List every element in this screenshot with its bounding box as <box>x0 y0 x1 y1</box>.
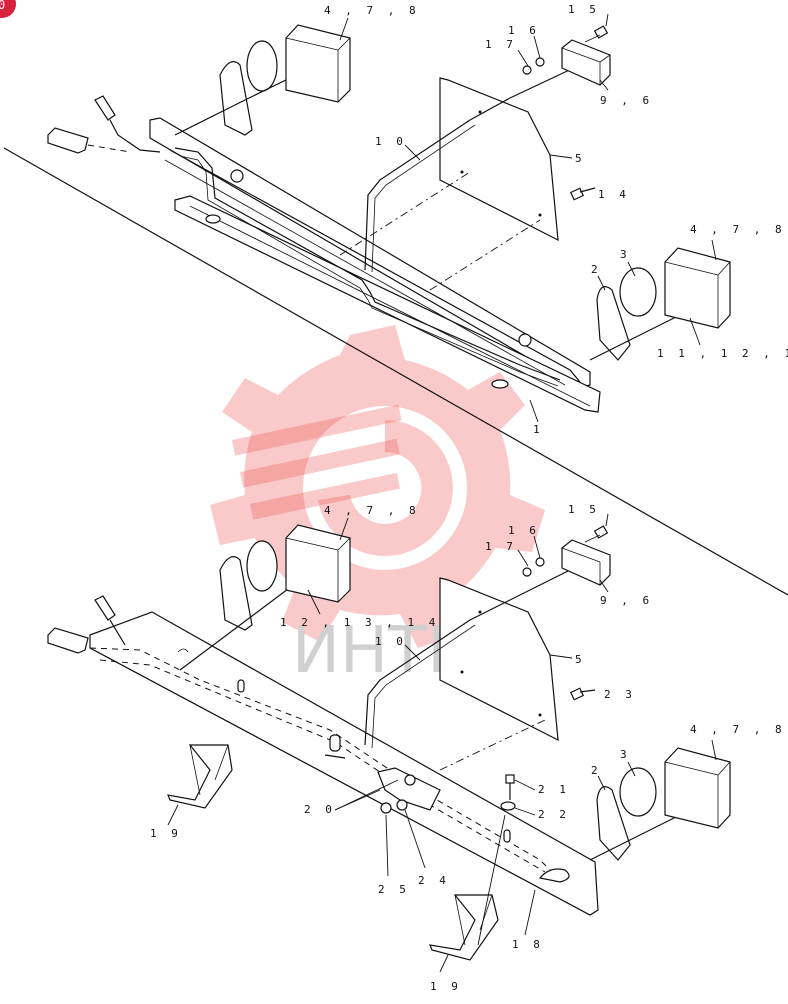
lower-callout-16: 1 6 <box>508 524 540 537</box>
lower-callout-19-left: 1 9 <box>150 827 182 840</box>
lower-callout-20: 2 0 <box>304 803 336 816</box>
lower-cable-clip <box>324 734 346 759</box>
upper-callout-14: 1 4 <box>598 188 630 201</box>
lower-left-reflector <box>246 540 278 592</box>
lower-callout-21: 2 1 <box>538 783 570 796</box>
upper-top-right-box <box>561 39 611 86</box>
upper-right-bracket <box>596 286 631 361</box>
badge-text: 0 <box>0 0 5 12</box>
upper-callout-15: 1 5 <box>568 3 600 16</box>
lower-callout-10: 1 0 <box>375 635 407 648</box>
lower-step-left <box>167 744 233 809</box>
upper-right-reflector <box>619 267 657 317</box>
lower-top-right-box <box>561 539 611 586</box>
lower-callout-9-6: 9 , 6 <box>600 594 653 607</box>
upper-left-light-box <box>285 24 351 103</box>
upper-left-bracket <box>219 61 253 136</box>
upper-callout-2: 2 <box>591 263 602 276</box>
upper-callout-4-7-8-left: 4 , 7 , 8 <box>324 4 420 17</box>
lower-callout-3: 3 <box>620 748 631 761</box>
lower-callout-4-7-8-left: 4 , 7 , 8 <box>324 504 420 517</box>
upper-callout-4-7-8-right: 4 , 7 , 8 <box>690 223 786 236</box>
lower-callout-19-right: 1 9 <box>430 980 462 993</box>
upper-callout-5: 5 <box>575 152 586 165</box>
lower-callout-4-7-8-right: 4 , 7 , 8 <box>690 723 786 736</box>
upper-bolt-15 <box>584 25 609 43</box>
lower-assembly <box>47 513 731 973</box>
upper-callout-9-6: 9 , 6 <box>600 94 653 107</box>
lower-callout-25: 2 5 <box>378 883 410 896</box>
upper-callout-10: 1 0 <box>375 135 407 148</box>
lower-callout-12-13-14: 1 2 , 1 3 , 1 4 <box>280 616 439 629</box>
lower-step-right <box>429 894 499 961</box>
lower-callout-24: 2 4 <box>418 874 450 887</box>
upper-right-light-box <box>664 247 731 329</box>
upper-callout-11-12-13: 1 1 , 1 2 , 1 3 <box>657 347 788 360</box>
lower-callout-5: 5 <box>575 653 586 666</box>
lower-bolt-15 <box>584 525 609 543</box>
lower-bolt-21 <box>500 774 516 811</box>
upper-callout-16: 1 6 <box>508 24 540 37</box>
upper-callout-1: 1 <box>533 423 544 436</box>
lower-callout-23: 2 3 <box>604 688 636 701</box>
lower-right-light-box <box>664 747 731 829</box>
lower-callout-2: 2 <box>591 764 602 777</box>
page-badge: 0 <box>0 0 16 18</box>
upper-bolt-14 <box>569 187 596 201</box>
lower-right-reflector <box>619 767 657 817</box>
lower-callout-22: 2 2 <box>538 808 570 821</box>
lower-left-light-box <box>285 524 351 603</box>
lower-callout-15: 1 5 <box>568 503 600 516</box>
lower-left-bracket <box>219 556 253 631</box>
upper-assembly <box>47 13 731 423</box>
lower-hinge-bracket <box>377 767 441 811</box>
upper-callout-3: 3 <box>620 248 631 261</box>
upper-callout-17: 1 7 <box>485 38 517 51</box>
lower-callout-17: 1 7 <box>485 540 517 553</box>
view-separator-line <box>3 147 788 596</box>
upper-left-reflector <box>246 40 278 92</box>
lower-right-bracket <box>596 786 631 861</box>
lower-bolt-23 <box>569 687 596 701</box>
lower-callout-18: 1 8 <box>512 938 544 951</box>
